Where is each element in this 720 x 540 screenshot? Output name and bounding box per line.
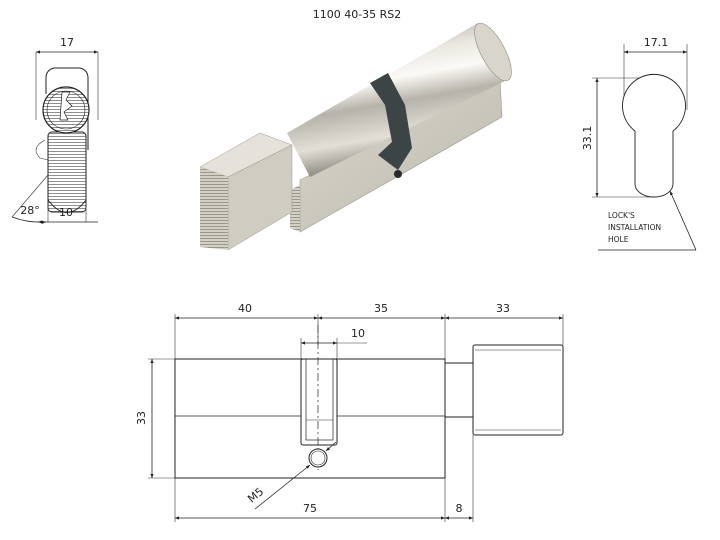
dim-35-label: 35	[374, 302, 388, 315]
m5-hole	[308, 448, 328, 468]
note-line-2: INSTALLATION	[608, 223, 661, 232]
angle-label: 28°	[20, 204, 40, 217]
note-line-1: LOCK'S	[608, 211, 635, 220]
keyhole-outline	[622, 73, 686, 198]
knob-neck	[444, 362, 474, 418]
cam-slot	[300, 358, 338, 446]
screw-hole	[394, 170, 402, 178]
side-width-label: 17	[60, 36, 74, 49]
dim-height-label: 33	[135, 411, 148, 425]
front-view: 40 35 33 10 33 75 8 M5	[135, 302, 564, 522]
thumb-turn-knob	[472, 344, 564, 436]
cylinder-3d-render	[199, 22, 512, 251]
dim-10-label: 10	[351, 327, 365, 340]
drawing-title: 1100 40-35 RS2	[313, 8, 402, 21]
keyhole-width-label: 17.1	[644, 36, 669, 49]
dim-33-knob-label: 33	[496, 302, 510, 315]
dim-8-label: 8	[456, 502, 463, 515]
keyhole-view: 17.1 33.1 LOCK'S INSTALLATION HOLE	[581, 36, 697, 251]
dim-75-label: 75	[303, 502, 317, 515]
keyhole-height-label: 33.1	[581, 126, 594, 151]
tab-width-label: 10	[59, 206, 73, 219]
side-view: 17 28° 10	[11, 36, 99, 224]
note-line-3: HOLE	[608, 235, 629, 244]
cam	[370, 73, 412, 170]
dim-40-label: 40	[238, 302, 252, 315]
